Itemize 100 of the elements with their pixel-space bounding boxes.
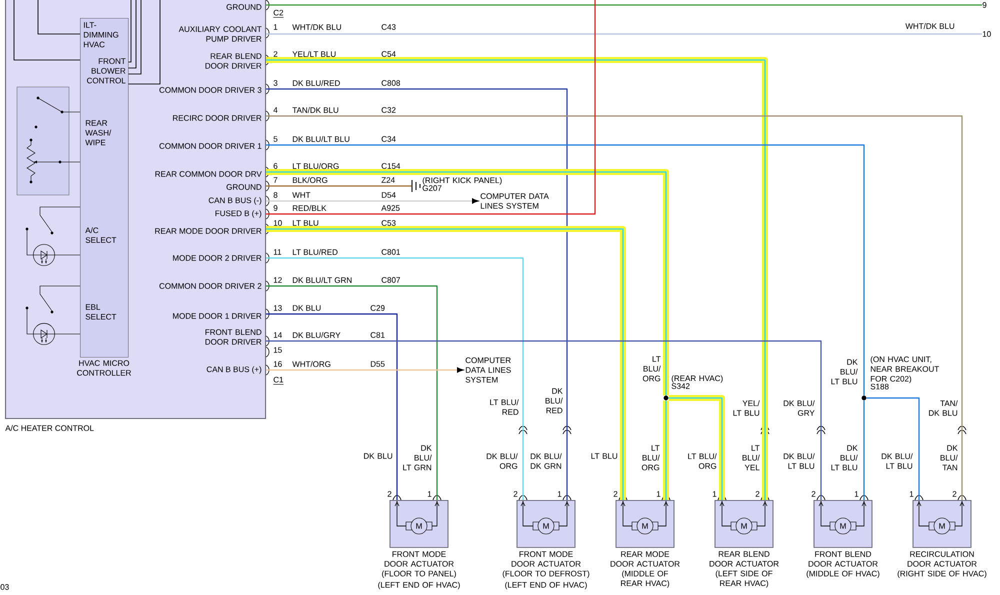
wire-color-label: LT BLU/ORG — [292, 163, 339, 169]
pin-number: 1 — [558, 491, 562, 497]
pin-name: COMMON DOOR DRIVER 2 — [159, 283, 262, 289]
circuit-code: C807 — [382, 277, 400, 283]
pin-name: RECIRC DOOR DRIVER — [173, 115, 262, 121]
wire — [266, 198, 478, 204]
pin-name: MODE DOOR 1 DRIVER — [173, 313, 262, 319]
node-label: (FLOOR TO DEFROST) — [502, 570, 590, 578]
note-label: S188 — [870, 384, 889, 390]
wire — [266, 340, 822, 500]
node-label: REAR BLEND DOOR ACTUATOR — [710, 551, 779, 567]
wire-color-label: DK BLU/ GRY — [784, 400, 815, 416]
ground-symbol — [412, 180, 420, 192]
wire — [668, 395, 725, 500]
node-label: RECIRCULATION DOOR ACTUATOR — [908, 551, 977, 567]
wire — [266, 0, 596, 215]
note-label: (ON HVAC UNIT, NEAR BREAKOUT FOR C202) — [870, 356, 939, 384]
pin-number: 2 — [756, 491, 760, 497]
wire-color-label: LT BLU/ ORG — [688, 453, 717, 469]
node-label: FRONT BLEND DOOR ACTUATOR — [808, 551, 878, 567]
wire-color-label: DK BLU/ TAN — [940, 445, 958, 470]
pin-number: 6 — [274, 163, 278, 169]
node-label: (MIDDLE OF HVAC) — [806, 570, 880, 578]
page-number: 03 — [0, 584, 9, 590]
wire — [863, 400, 865, 500]
circuit-code: Z24 — [382, 177, 395, 183]
pin-number: 1 — [854, 491, 858, 497]
wire-color-label: LT BLU/RED — [292, 249, 338, 255]
wire — [266, 257, 524, 500]
wire-color-label: YEL/LT BLU — [292, 51, 336, 57]
pin-number: 2 — [514, 491, 518, 497]
wire — [866, 397, 920, 500]
circuit-code: D54 — [382, 192, 396, 198]
pin-number: 10 — [274, 220, 282, 226]
pin-name: AUXILIARY COOLANT PUMP DRIVER — [178, 26, 262, 42]
circuit-code: C32 — [382, 107, 396, 113]
pin-number: 2 — [274, 51, 278, 57]
wire-color-label: DK BLU/ LT BLU — [882, 453, 913, 469]
node-label: (LEFT END OF HVAC) — [505, 582, 587, 590]
pin-name: REAR BLEND DOOR DRIVER — [206, 53, 262, 69]
wire-color-label: LT BLU — [591, 453, 618, 459]
wire-color-label: DK BLU/ ORG — [486, 453, 518, 469]
pin-number: 16 — [274, 361, 282, 367]
note-label: (RIGHT KICK PANEL) — [422, 177, 502, 185]
wire-color-label: WHT/DK BLU — [292, 24, 341, 30]
wire-color-label: TAN/DK BLU — [292, 107, 338, 113]
circuit-code: C81 — [370, 332, 385, 338]
wire — [663, 400, 669, 500]
pin-number: 9 — [982, 2, 986, 8]
pin-number: 13 — [274, 305, 282, 311]
wire-color-label: WHT/DK BLU — [905, 23, 954, 29]
wire-color-label: DK BLU/GRY — [292, 332, 340, 338]
node-label: REAR MODE DOOR ACTUATOR — [610, 551, 680, 567]
wire — [266, 4, 982, 6]
wire-color-label: LT BLU — [292, 220, 318, 226]
wire-color-label: BLK/ORG — [292, 177, 328, 183]
wire-color-label: DK BLU/ LT BLU — [831, 445, 858, 470]
pin-name: FUSED B (+) — [216, 210, 262, 218]
wire — [266, 285, 438, 500]
pin-number: 8 — [274, 192, 278, 198]
pin-name: COMMON DOOR DRIVER 3 — [159, 87, 262, 93]
controller-box: ILT-DIMMING HVAC FRONT BLOWER CONTROL REAR WASH/ WIPE A/C SELECT EBL SELECT HVAC MICRO CONTROLLER — [77, 18, 131, 376]
pin-number: 2 — [388, 491, 392, 497]
wire — [266, 367, 464, 373]
wire — [266, 57, 768, 500]
pin-number: 12 — [274, 277, 282, 283]
wire-color-label: DK BLU/LT BLU — [292, 136, 350, 142]
wire-color-label: DK BLU/ LT GRN — [403, 445, 432, 470]
pin-name: REAR MODE DOOR DRIVER — [155, 228, 262, 234]
circuit-code: C34 — [382, 136, 396, 142]
wire-color-label: YEL/ LT BLU — [733, 400, 760, 416]
pin-name: COMMON DOOR DRIVER 1 — [159, 143, 262, 149]
wire-color-label: WHT/ORG — [292, 361, 330, 367]
pin-number: 2 — [614, 491, 618, 497]
wire-color-label: DK BLU/ RED — [546, 388, 563, 414]
pin-number: 1 — [428, 491, 432, 497]
wire-color-label: DK BLU/LT GRN — [292, 277, 352, 283]
pin-name: GROUND — [226, 184, 262, 190]
wire — [266, 115, 963, 500]
system-label: COMPUTER DATA LINES SYSTEM — [466, 357, 511, 383]
note-label: (REAR HVAC) — [672, 375, 723, 383]
wire — [266, 185, 412, 187]
connector-label: C2 — [273, 10, 284, 18]
connector-label: C1 — [273, 376, 284, 385]
node-label: (MIDDLE OF REAR HVAC) — [621, 570, 670, 588]
node-label: (RIGHT SIDE OF HVAC) — [898, 570, 986, 578]
wire — [266, 88, 568, 500]
circuit-code: C53 — [382, 220, 396, 226]
wire-color-label: WHT — [292, 192, 310, 198]
wire — [266, 169, 669, 396]
wire-color-label: DK BLU — [292, 305, 321, 311]
pin-number: 1 — [274, 24, 278, 30]
pin-name: REAR COMMON DOOR DRV — [155, 171, 262, 177]
pin-number: 2 — [812, 491, 816, 497]
pin-number: 1 — [712, 491, 716, 497]
wire-color-label: DK BLU/ LT BLU — [784, 453, 815, 469]
pin-number: 9 — [274, 205, 278, 211]
wire-color-label: LT BLU/ RED — [490, 399, 519, 415]
circuit-code: C801 — [382, 249, 400, 255]
node-label: HVAC MICRO CONTROLLER — [77, 360, 131, 376]
